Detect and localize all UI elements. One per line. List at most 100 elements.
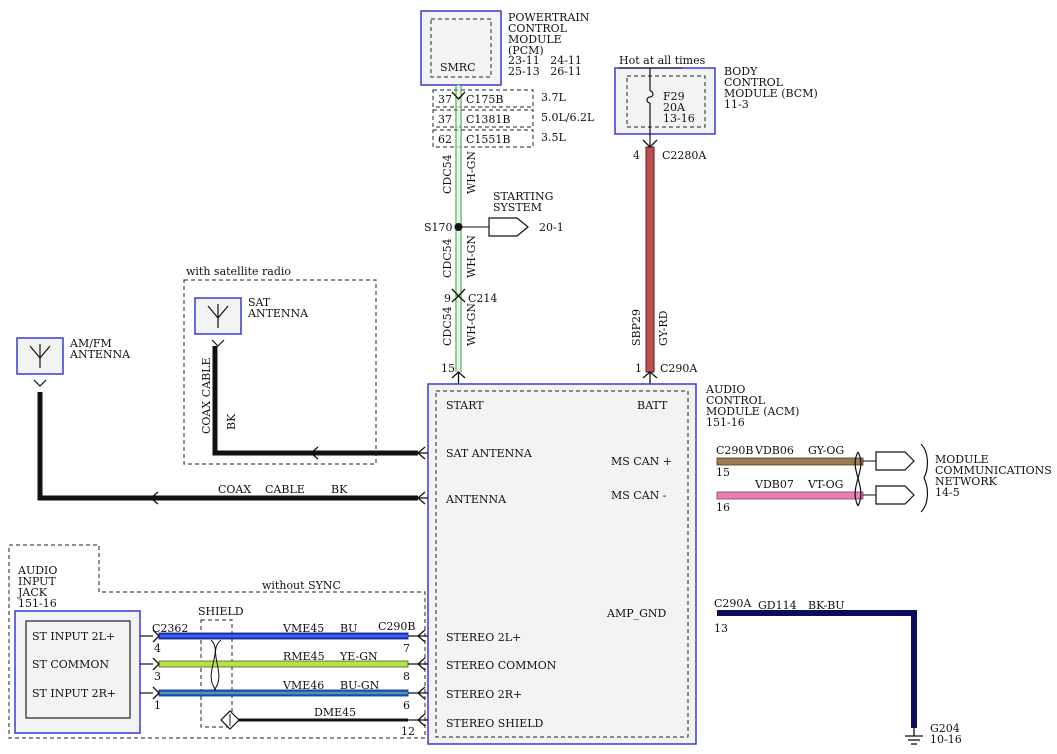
batt-acm-connector: C290A [660, 362, 698, 375]
can-plus-color: GY-OG [808, 444, 844, 457]
pcm-ref-line-1: 23-11 24-11 [508, 54, 582, 67]
jack-wire-1-circuit: VME45 [282, 622, 324, 635]
start-color-top: WH-GN [465, 151, 478, 194]
network-line-4: 14-5 [935, 486, 960, 499]
shield-label: SHIELD [198, 605, 244, 618]
amfm-cable-word-2: CABLE [265, 483, 305, 496]
start-circuit-mid: CDC54 [441, 238, 454, 278]
bcm-title-line-3: MODULE (BCM) [724, 87, 818, 100]
acm-batt-label: BATT [637, 399, 668, 412]
acm-stereo-shield-label: STEREO SHIELD [446, 717, 544, 730]
amfm-cable-color: BK [331, 483, 348, 496]
batt-wire [642, 139, 658, 384]
jack-pin-label-1: ST INPUT 2L+ [32, 630, 115, 643]
can-wires [716, 443, 928, 513]
acm-stereo-2l-label: STEREO 2L+ [446, 631, 521, 644]
acm-start-label: START [446, 399, 484, 412]
ground-pin: 13 [714, 622, 728, 635]
can-connector: C290B [716, 444, 754, 457]
shield-pin: 12 [401, 725, 415, 738]
amfm-antenna-line-1: AM/FM [69, 337, 112, 350]
sat-group-label: with satellite radio [186, 265, 291, 278]
pcm-conn-2-engine: 5.0L/6.2L [541, 111, 595, 124]
amfm-cable-word-1: COAX [218, 483, 251, 496]
starting-system-ref: 20-1 [539, 221, 564, 234]
fuse-icon [646, 90, 654, 104]
jack-wire-2-circuit: RME45 [283, 650, 325, 663]
network-line-3: NETWORK [935, 475, 998, 488]
pcm-ref-line-2: 25-13 26-11 [508, 65, 582, 78]
start-circuit-low: CDC54 [441, 306, 454, 346]
batt-color: GY-RD [657, 310, 670, 346]
acm-ms-can-minus-label: MS CAN - [611, 489, 667, 502]
pcm-conn-3-engine: 3.5L [541, 131, 566, 144]
can-minus-circuit: VDB07 [754, 478, 794, 491]
bcm-title-line-2: CONTROL [724, 76, 784, 89]
network-line-2: COMMUNICATIONS [935, 464, 1052, 477]
amfm-group [16, 337, 428, 505]
batt-circuit: SBP29 [630, 309, 643, 346]
pcm-title-line-4: (PCM) [508, 44, 544, 57]
jack-connector: C2362 [152, 622, 188, 635]
ground-color: BK-BU [808, 599, 845, 612]
ground-g-label: G204 [930, 722, 960, 735]
can-minus-arrow [875, 485, 915, 505]
bcm-hot-label: Hot at all times [619, 54, 706, 67]
ground-wire [717, 610, 923, 745]
pcm-title-line-3: MODULE [508, 33, 562, 46]
jack-title-line-3: JACK [17, 586, 48, 599]
jack-wire-3-circuit: VME46 [282, 679, 324, 692]
can-plus-pin: 15 [716, 466, 730, 479]
jack-wire-3-color: BU-GN [340, 679, 380, 692]
batt-acm-pin: 1 [635, 362, 642, 375]
acm-title-line-1: AUDIO [705, 383, 745, 396]
fuse-line-3: 13-16 [663, 112, 695, 125]
start-color-low: WH-GN [465, 303, 478, 346]
jack-group-label: without SYNC [262, 579, 341, 592]
fuse-line-2: 20A [663, 101, 686, 114]
pcm-conn-3-name: C1551B [466, 133, 511, 146]
pcm-conn-3-pin: 62 [438, 133, 452, 146]
start-color-mid: WH-GN [465, 235, 478, 278]
network-brace [920, 443, 928, 513]
acm-sat-antenna-label: SAT ANTENNA [446, 447, 533, 460]
starting-system-line-1: STARTING [493, 190, 553, 203]
jack-wire-1-pin: 7 [403, 642, 410, 655]
start-acm-pin: 15 [441, 362, 455, 375]
jack-title-line-2: INPUT [18, 575, 56, 588]
jack-wire-2-pin: 8 [403, 670, 410, 683]
jack-acm-connector: C290B [378, 620, 416, 633]
amfm-antenna-line-2: ANTENNA [69, 348, 131, 361]
pcm-smrc-label: SMRC [440, 61, 476, 74]
bcm-title-line-4: 11-3 [724, 98, 749, 111]
jack-wire-2-color: YE-GN [339, 650, 378, 663]
jack-group [8, 544, 428, 739]
jack-pin-num-3: 1 [154, 699, 161, 712]
network-line-1: MODULE [935, 453, 989, 466]
sat-cable-label: COAX CABLE [200, 358, 213, 434]
start-circuit-top: CDC54 [441, 154, 454, 194]
acm-antenna-label: ANTENNA [445, 493, 507, 506]
can-minus-color: VT-OG [807, 478, 843, 491]
bcm-connector: C2280A [662, 149, 707, 162]
acm-stereo-common-label: STEREO COMMON [446, 659, 557, 672]
pcm-module: SMRC POWERTRAIN CONTROL MODULE (PCM) 23-… [420, 10, 590, 86]
bcm-pin: 4 [633, 149, 640, 162]
jack-wire-1-color: BU [340, 622, 357, 635]
acm-title-line-4: 151-16 [706, 416, 745, 429]
fuse-line-1: F29 [663, 90, 685, 103]
acm-amp-gnd-label: AMP_GND [606, 607, 667, 620]
jack-title-line-4: 151-16 [18, 597, 57, 610]
bcm-title-line-1: BODY [724, 65, 758, 78]
ground-circuit: GD114 [758, 599, 797, 612]
jack-pin-num-1: 4 [154, 642, 161, 655]
acm-title-line-2: CONTROL [706, 394, 766, 407]
c214-pin: 9 [444, 292, 451, 305]
pcm-conn-1-name: C175B [466, 93, 504, 106]
jack-pin-num-2: 3 [154, 670, 161, 683]
jack-pin-label-2: ST COMMON [32, 658, 109, 671]
c214-label: C214 [468, 292, 497, 305]
pcm-conn-2-pin: 37 [438, 113, 452, 126]
starting-system-line-2: SYSTEM [493, 201, 542, 214]
jack-wire-3-pin: 6 [403, 699, 410, 712]
